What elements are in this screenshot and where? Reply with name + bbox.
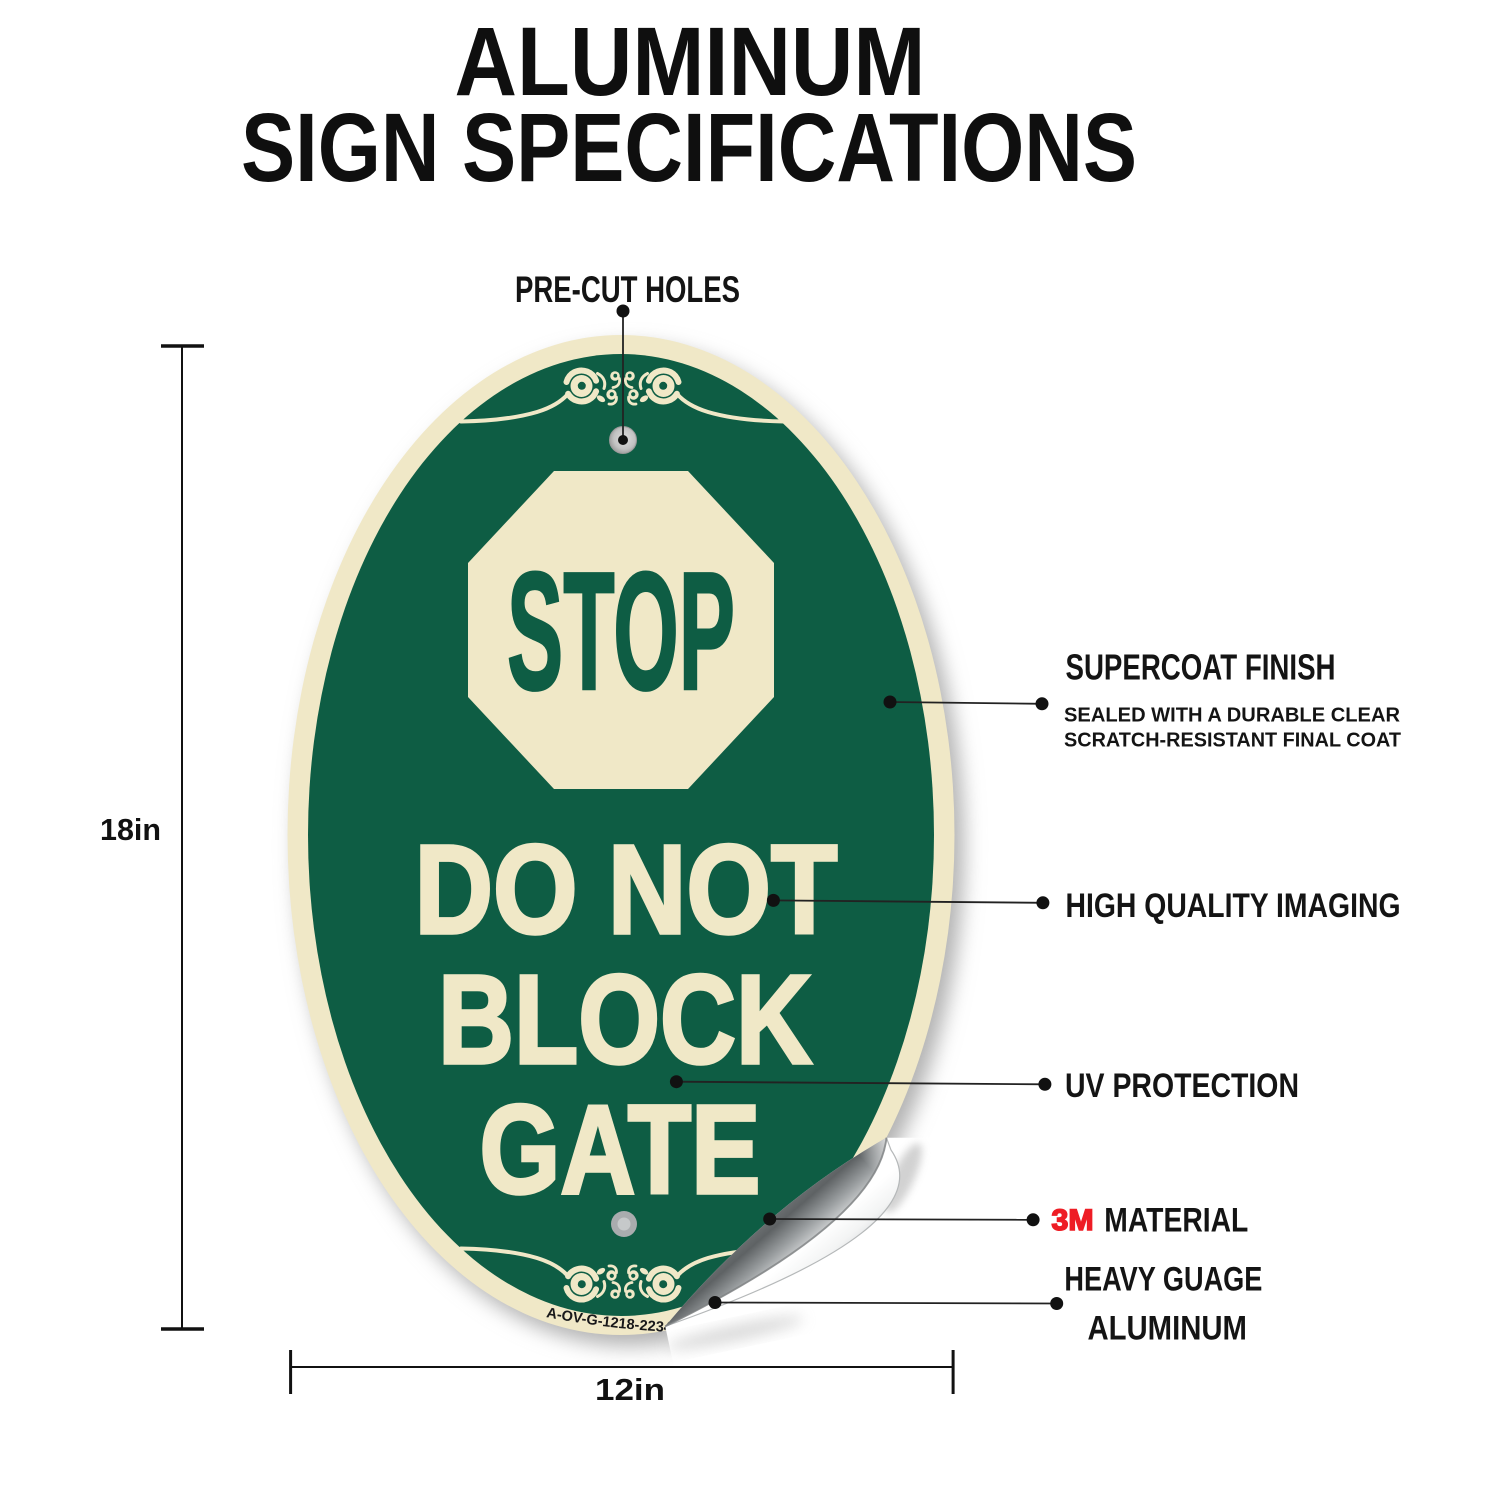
svg-text:ALUMINUM: ALUMINUM: [1087, 1309, 1247, 1347]
svg-text:PRE-CUT HOLES: PRE-CUT HOLES: [515, 269, 740, 310]
svg-text:STOP: STOP: [507, 537, 735, 725]
svg-text:SUPERCOAT FINISH: SUPERCOAT FINISH: [1066, 647, 1336, 688]
svg-text:BLOCK: BLOCK: [438, 949, 812, 1090]
svg-text:SIGN SPECIFICATIONS: SIGN SPECIFICATIONS: [241, 93, 1137, 202]
svg-text:MATERIAL: MATERIAL: [1104, 1201, 1248, 1239]
svg-text:DO NOT: DO NOT: [415, 819, 838, 960]
svg-text:UV PROTECTION: UV PROTECTION: [1065, 1067, 1299, 1105]
svg-text:HEAVY GUAGE: HEAVY GUAGE: [1064, 1260, 1262, 1298]
svg-text:18in: 18in: [100, 812, 161, 847]
svg-text:3M: 3M: [1052, 1204, 1094, 1237]
svg-text:HIGH QUALITY IMAGING: HIGH QUALITY IMAGING: [1066, 887, 1401, 925]
svg-text:12in: 12in: [595, 1372, 665, 1407]
svg-text:SCRATCH-RESISTANT FINAL COAT: SCRATCH-RESISTANT FINAL COAT: [1064, 729, 1401, 751]
svg-text:ALUMINUM: ALUMINUM: [455, 7, 926, 116]
svg-text:GATE: GATE: [480, 1079, 761, 1220]
svg-text:SEALED WITH A DURABLE CLEAR: SEALED WITH A DURABLE CLEAR: [1064, 704, 1401, 726]
